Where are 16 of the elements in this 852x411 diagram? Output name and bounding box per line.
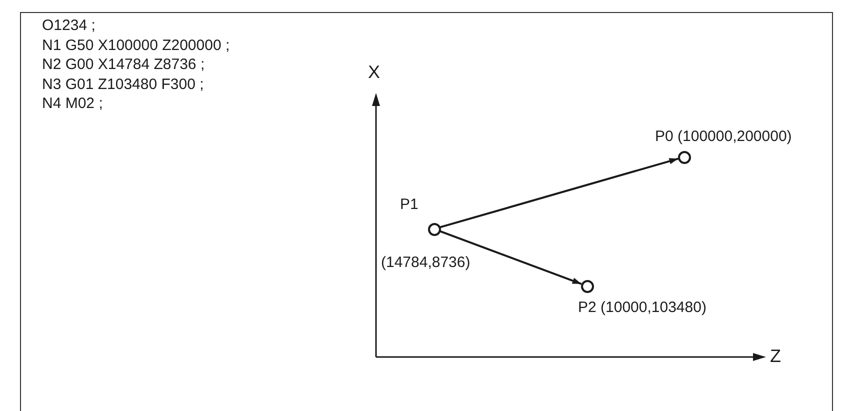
point-label: (14784,8736)	[381, 254, 470, 272]
point-marker	[580, 280, 594, 292]
arrow	[439, 230, 582, 285]
arrow	[439, 158, 679, 228]
program-line: N4 M02 ;	[42, 95, 103, 113]
axis-label: X	[368, 61, 380, 83]
program-line: N2 G00 X14784 Z8736 ;	[42, 56, 205, 74]
point-label: P0 (100000,200000)	[655, 128, 792, 146]
axis-label: Z	[770, 345, 781, 367]
point-marker	[678, 150, 690, 164]
program-line: N1 G50 X100000 Z200000 ;	[42, 36, 230, 54]
program-line: O1234 ;	[42, 17, 96, 35]
program-line: N3 G01 Z103480 F300 ;	[42, 76, 204, 94]
point-marker	[428, 222, 440, 236]
point-label: P1	[400, 196, 418, 214]
point-label: P2 (10000,103480)	[578, 299, 706, 317]
